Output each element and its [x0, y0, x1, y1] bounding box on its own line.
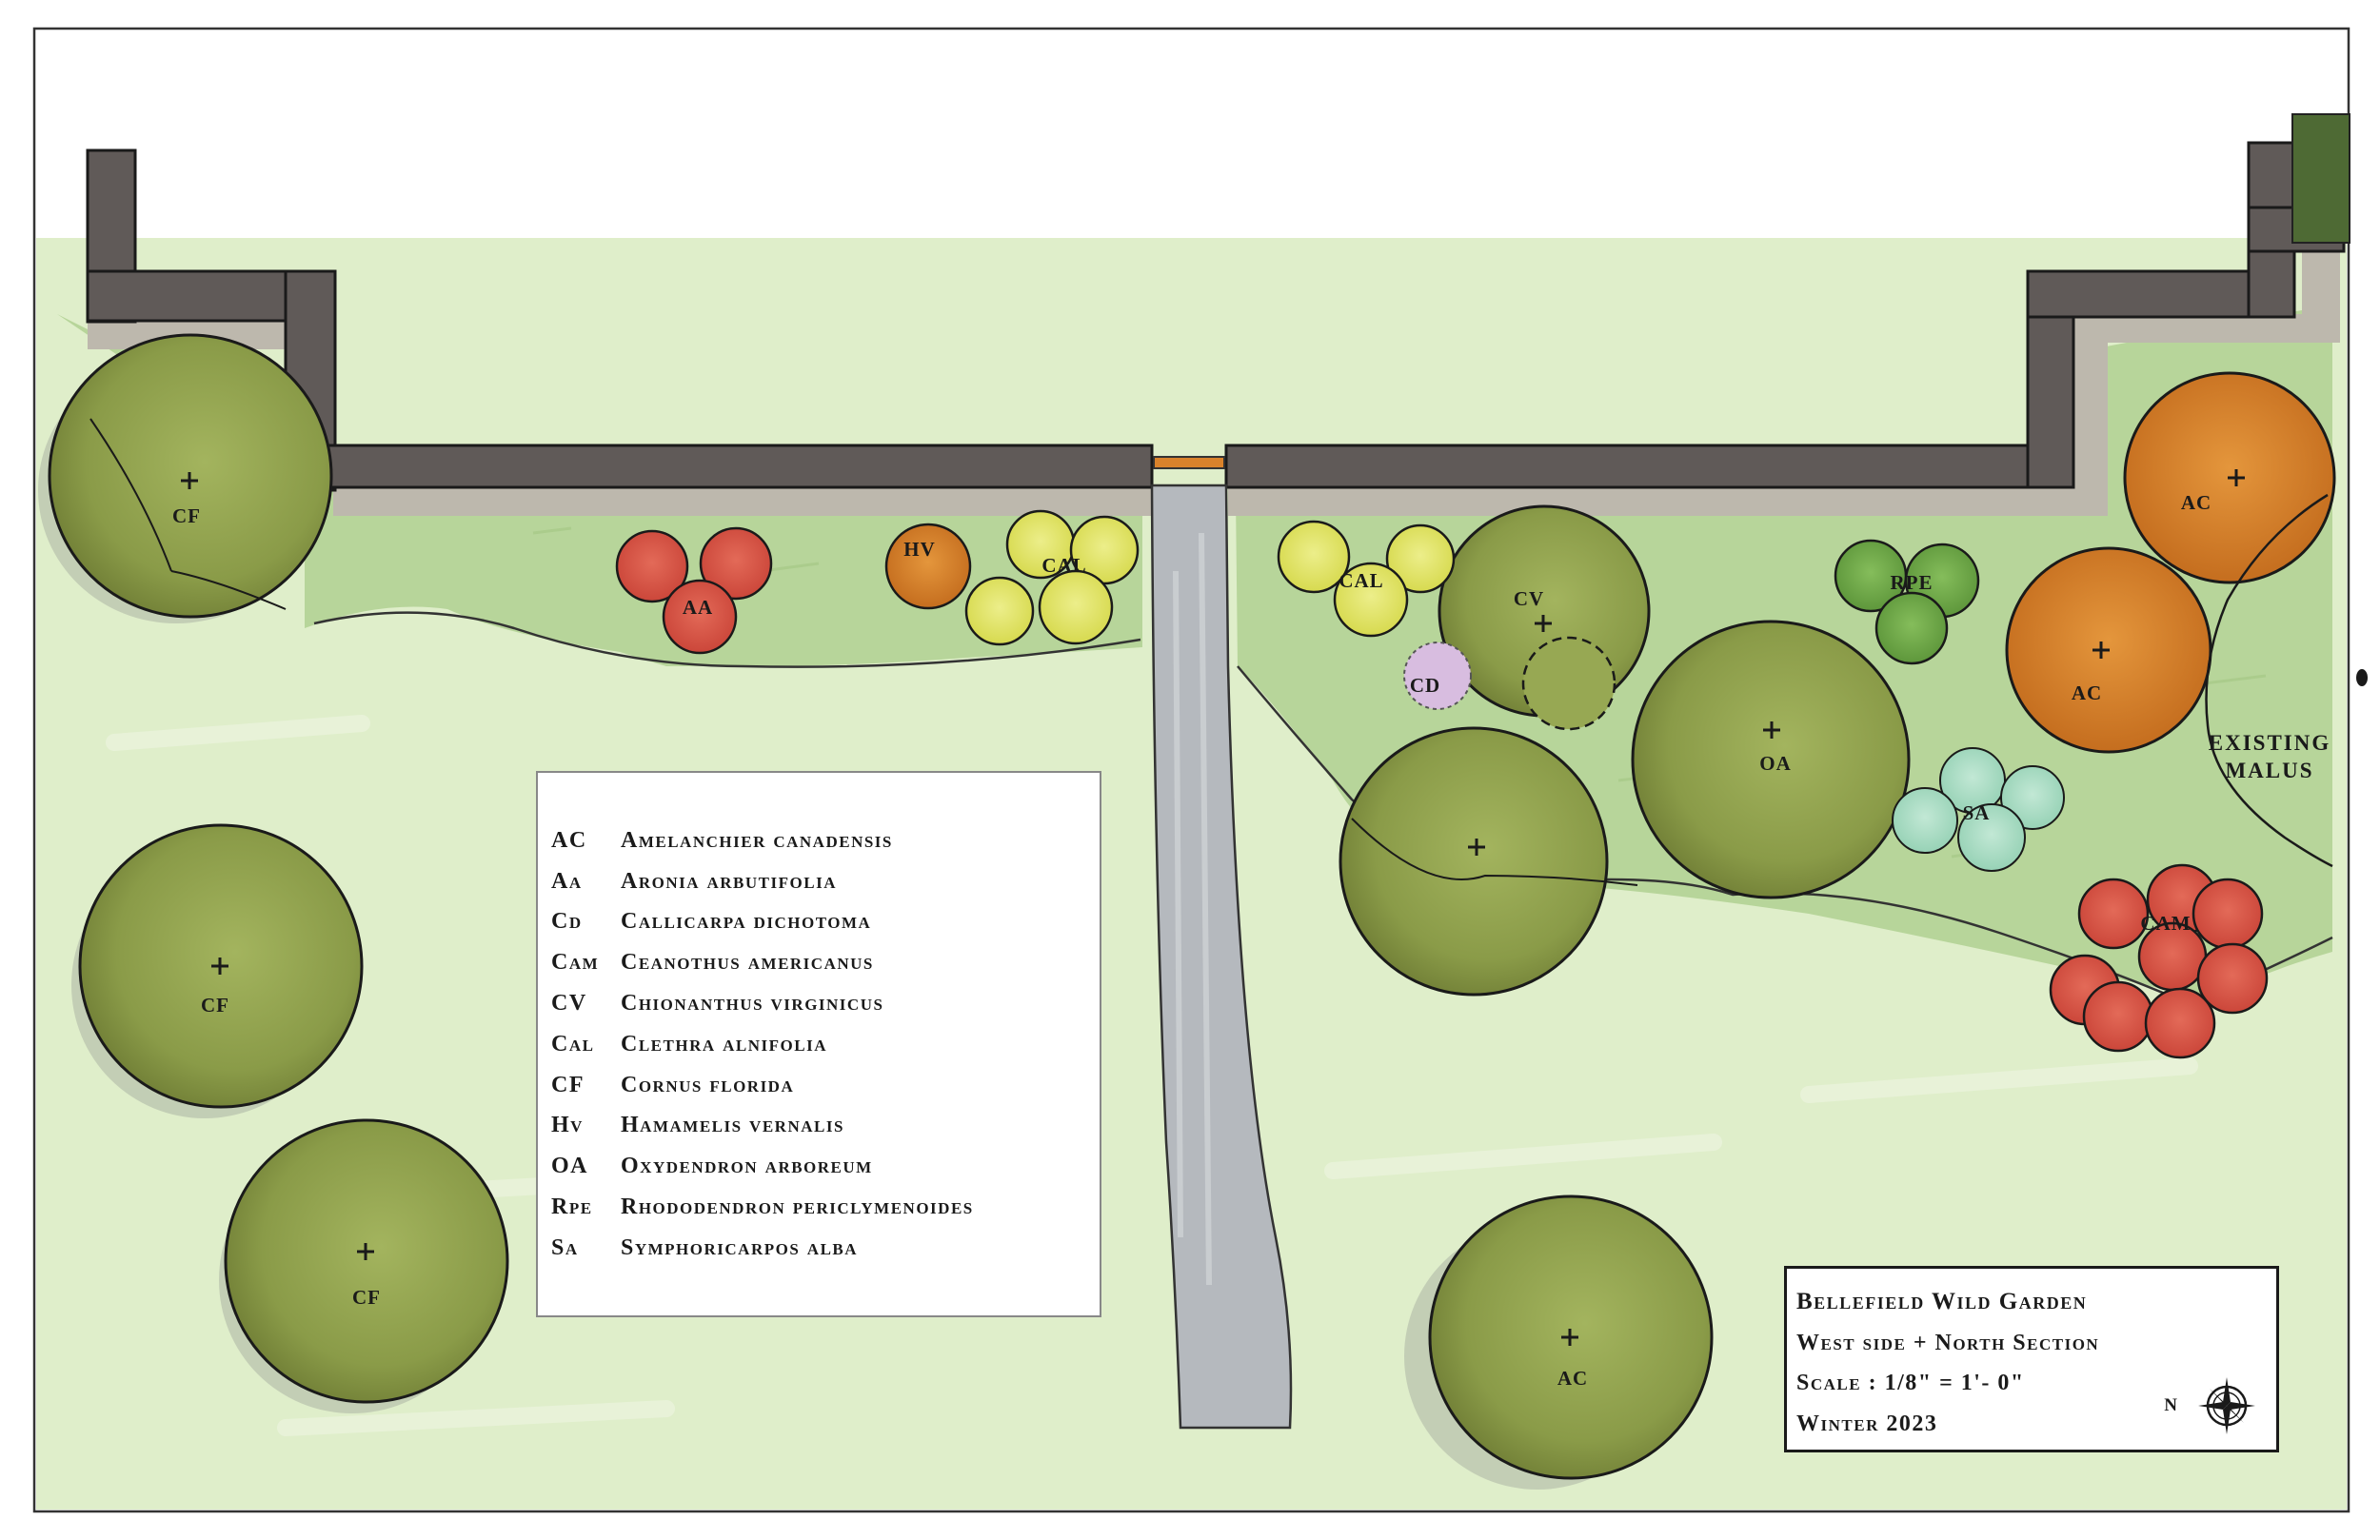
legend-code: CF [551, 1072, 585, 1097]
note-existing-line-1: EXISTING [2209, 731, 2330, 755]
legend-name: Callicarpa dichotoma [621, 909, 872, 935]
legend-row: Cd Callicarpa dichotoma [551, 902, 1100, 943]
label-cal-1: CAL [1041, 554, 1086, 577]
label-aa: AA [683, 596, 713, 619]
north-label: N [2164, 1395, 2177, 1415]
legend-code: Rpe [551, 1194, 593, 1220]
plan-date: Winter 2023 [1796, 1411, 1938, 1436]
legend-row: Cam Ceanothus americanus [551, 942, 1100, 983]
label-cf-3: CF [352, 1286, 381, 1309]
legend-row: AC Amelanchier canadensis [551, 820, 1100, 861]
legend-code: OA [551, 1154, 588, 1179]
plant-legend: AC Amelanchier canadensis Aa Aronia arbuti… [536, 771, 1101, 1317]
title-block: Bellefield Wild Garden West side + North… [1784, 1266, 2279, 1452]
label-cam: CAM [2140, 912, 2191, 935]
label-cf-2: CF [201, 994, 229, 1017]
compass-rose-icon [2198, 1377, 2255, 1434]
plan-title: Bellefield Wild Garden [1796, 1289, 2088, 1314]
legend-name: Clethra alnifolia [621, 1031, 827, 1056]
plan-scale: Scale : 1/8" = 1'- 0" [1796, 1371, 2025, 1395]
label-cal-2: CAL [1339, 569, 1383, 592]
label-ac-2: AC [2072, 681, 2102, 704]
legend-row: OA Oxydendron arboreum [551, 1146, 1100, 1187]
legend-name: Hamamelis vernalis [621, 1113, 844, 1138]
legend-row: Rpe Rhododendron periclymenoides [551, 1187, 1100, 1228]
legend-name: Cornus florida [621, 1072, 795, 1097]
legend-row: Cal Clethra alnifolia [551, 1024, 1100, 1065]
legend-code: Hv [551, 1113, 584, 1138]
legend-name: Rhododendron periclymenoides [621, 1194, 974, 1220]
label-sa: SA [1963, 801, 1991, 824]
tree-oa [1631, 620, 1911, 899]
legend-name: Ceanothus americanus [621, 950, 874, 976]
plan-subtitle: West side + North Section [1796, 1330, 2100, 1355]
north-indicator: N [2164, 1375, 2257, 1436]
legend-row: Aa Aronia arbutifolia [551, 861, 1100, 902]
label-ac-3: AC [1557, 1367, 1588, 1390]
tree-unlabeled [1339, 726, 1609, 997]
legend-name: Symphoricarpos alba [621, 1234, 859, 1260]
legend-code: Cd [551, 909, 583, 935]
legend-row: CF Cornus florida [551, 1065, 1100, 1106]
note-existing-line-2: MALUS [2225, 759, 2313, 782]
legend-code: Aa [551, 868, 583, 894]
legend-name: Amelanchier canadensis [621, 827, 893, 853]
legend-code: Cal [551, 1031, 595, 1056]
label-cf-1: CF [172, 504, 201, 527]
legend-row: Sa Symphoricarpos alba [551, 1228, 1100, 1269]
legend-code: AC [551, 827, 587, 853]
legend-code: Cam [551, 950, 600, 976]
label-cv: CV [1514, 587, 1544, 610]
legend-row: Hv Hamamelis vernalis [551, 1106, 1100, 1147]
label-ac-1: AC [2181, 491, 2211, 514]
legend-name: Oxydendron arboreum [621, 1154, 873, 1179]
legend-code: CV [551, 991, 587, 1017]
label-cd: CD [1410, 674, 1440, 697]
label-oa: OA [1759, 752, 1792, 775]
legend-name: Aronia arbutifolia [621, 868, 837, 894]
legend-code: Sa [551, 1234, 579, 1260]
label-rpe: RPE [1891, 571, 1934, 594]
legend-name: Chionanthus virginicus [621, 991, 884, 1017]
legend-row: CV Chionanthus virginicus [551, 983, 1100, 1024]
label-hv: HV [903, 538, 936, 561]
tree-cf-3 [224, 1118, 509, 1404]
